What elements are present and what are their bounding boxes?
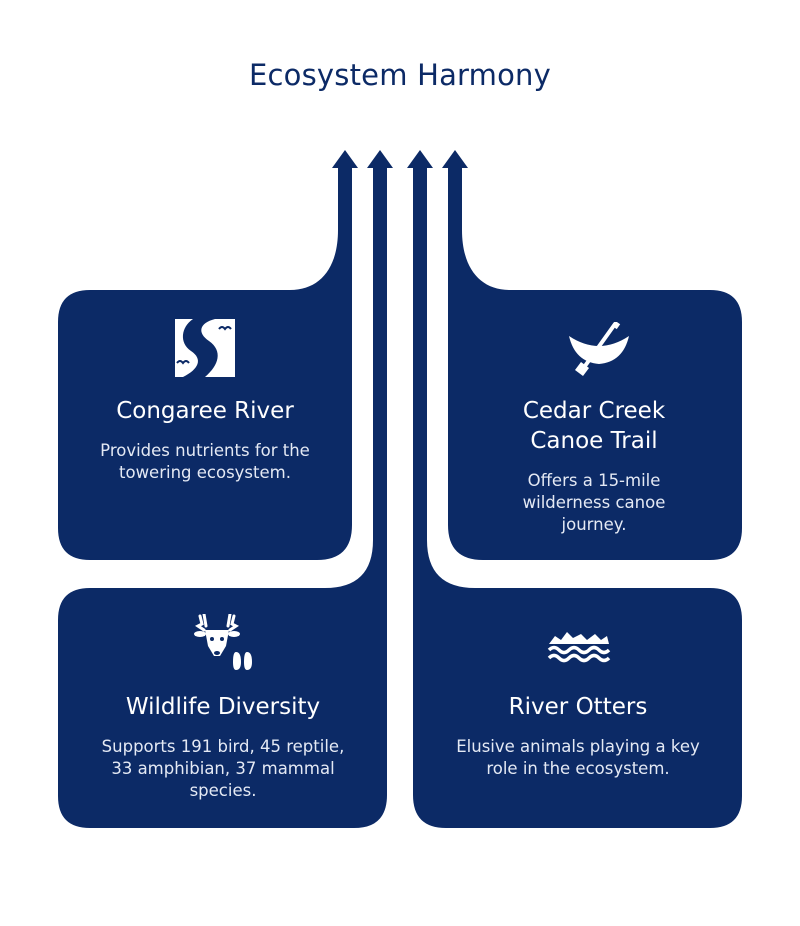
card-description: Offers a 15-mile wilderness canoe journe…: [522, 471, 666, 534]
card-cedar-creek-canoe-trail: Cedar Creek Canoe Trail Offers a 15-mile…: [488, 396, 700, 536]
canoe-icon: [569, 322, 629, 376]
river-icon: [175, 319, 235, 377]
card-river-otters: River Otters Elusive animals playing a k…: [440, 692, 716, 780]
card-wildlife-diversity: Wildlife Diversity Supports 191 bird, 45…: [90, 692, 356, 802]
card-title: River Otters: [508, 694, 648, 720]
card-description: Provides nutrients for the towering ecos…: [100, 441, 310, 482]
deer-icon: [194, 614, 252, 670]
card-title: Wildlife Diversity: [125, 694, 321, 720]
card-congaree-river: Congaree River Provides nutrients for th…: [72, 396, 338, 484]
page-title: Ecosystem Harmony: [249, 58, 551, 92]
card-title: Congaree River: [116, 398, 294, 424]
card-title: Cedar Creek Canoe Trail: [522, 398, 666, 454]
card-description: Elusive animals playing a key role in th…: [456, 737, 700, 778]
otter-icon: [547, 632, 611, 663]
card-river-otters-shape: [407, 150, 742, 828]
card-description: Supports 191 bird, 45 reptile, 33 amphib…: [101, 737, 345, 800]
card-wildlife-diversity-shape: [58, 150, 393, 828]
